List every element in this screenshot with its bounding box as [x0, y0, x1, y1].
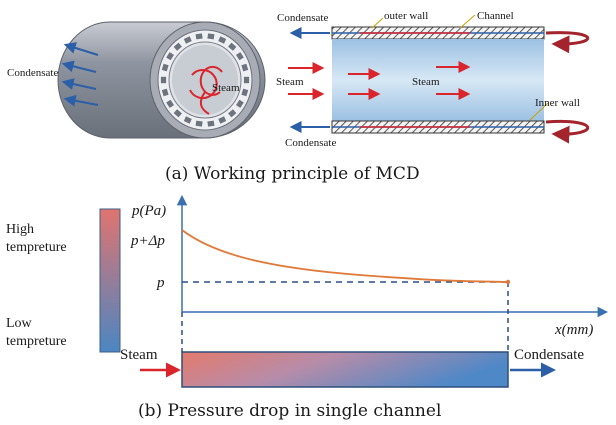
channel-section: [331, 26, 545, 134]
temperature-bar: [99, 208, 121, 353]
bottom-condensate-label: Condensate: [285, 137, 336, 149]
steam-label: Steam: [120, 347, 158, 363]
steam-inside-label: Steam: [412, 76, 440, 88]
steam-center-label: Steam: [212, 82, 240, 94]
curve-end-point: [505, 279, 511, 285]
channel-cell: [160, 76, 167, 84]
channel-leader: [459, 14, 476, 29]
outer-wall-leader: [371, 17, 384, 29]
channel-cell: [161, 88, 169, 97]
outer-wall-label: outer wall: [384, 10, 428, 22]
cylinder-3d: Steam: [57, 21, 266, 139]
channel-cell: [207, 120, 215, 127]
inner-wall-leader: [529, 102, 549, 121]
channel-cell: [195, 120, 203, 127]
channel-cell: [243, 76, 250, 84]
channel-cell: [173, 42, 182, 51]
y-tick-p: p: [156, 275, 165, 291]
y-axis-label: p(Pa): [131, 203, 166, 219]
left-condensate-label: Condensate: [7, 67, 58, 79]
swirl-arrow: [189, 69, 218, 100]
caption-b: (b) Pressure drop in single channel: [138, 401, 441, 421]
channel-cell: [207, 33, 215, 40]
return-loop-top: [545, 31, 590, 54]
channel-cell: [241, 88, 249, 97]
inner-wall-label: Inner wall: [535, 97, 580, 109]
channel-ring: [160, 33, 250, 127]
temp-low-line2: tempreture: [6, 334, 67, 349]
channel-cell: [183, 36, 192, 44]
channel-cell: [173, 109, 182, 118]
caption-a: (a) Working principle of MCD: [165, 164, 420, 184]
y-tick-high: p+Δp: [130, 233, 165, 249]
channel-cell: [218, 116, 227, 124]
channel-cell: [183, 116, 192, 124]
channel-cell: [166, 99, 175, 108]
channel-cell: [228, 109, 237, 118]
condensate-arrows-left: [61, 42, 99, 107]
channel-cell: [166, 52, 175, 61]
channel-cell: [161, 63, 169, 72]
pressure-curve: [181, 229, 509, 283]
temp-high-line2: tempreture: [6, 240, 67, 255]
single-channel: [181, 351, 509, 388]
steam-inlet-arrows: [288, 61, 471, 100]
channel-interior: [332, 39, 544, 121]
temp-high-line1: High: [6, 222, 34, 237]
channel-cell: [218, 36, 227, 44]
top-condensate-label: Condensate: [277, 12, 328, 24]
temp-low-line1: Low: [6, 316, 33, 331]
x-axis-label: x(mm): [554, 322, 593, 338]
steam-in-label: Steam: [276, 76, 304, 88]
channel-cell: [235, 52, 244, 61]
channel-cell: [241, 63, 249, 72]
swirl-arrow: [199, 65, 223, 96]
condensate-label: Condensate: [514, 347, 584, 363]
channel-cell: [195, 33, 203, 40]
channel-label: Channel: [477, 10, 514, 22]
return-loop-bottom: [545, 119, 590, 144]
channel-cell: [235, 99, 244, 108]
channel-cell: [228, 42, 237, 51]
